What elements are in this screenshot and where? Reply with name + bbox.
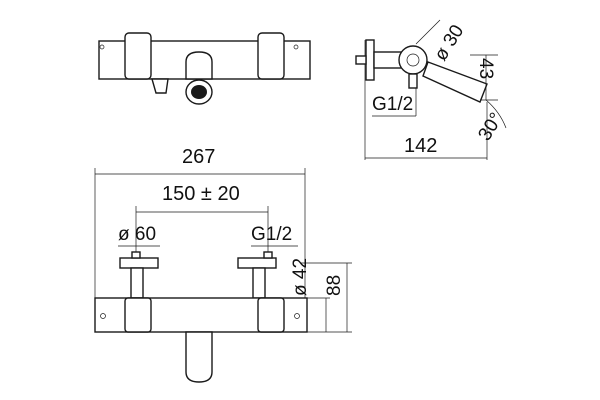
front-view-right-screw <box>294 313 300 319</box>
side-view-wall-plate <box>365 39 375 81</box>
side-view-handle <box>398 45 428 75</box>
side-view: ø 30 43 G1/2 30° 142 <box>355 19 507 160</box>
side-view-thread-label: G1/2 <box>372 94 413 115</box>
side-view-height-label: 43 <box>475 58 496 79</box>
front-view-left-riser <box>130 267 144 299</box>
front-view-right-riser <box>252 267 266 299</box>
side-view-fitting <box>355 55 367 65</box>
front-view-right-inlet-cap <box>263 251 273 259</box>
top-view-left-handle <box>124 32 152 80</box>
side-view-diameter-label: ø 30 <box>430 21 468 64</box>
side-view-diameter-leader <box>415 19 441 45</box>
front-view-right-handle <box>257 297 285 333</box>
front-view-left-diameter-label: ø 60 <box>118 224 156 245</box>
side-view-depth-label: 142 <box>404 135 437 157</box>
top-view-left-screw <box>99 44 105 50</box>
front-view-left-handle <box>124 297 152 333</box>
top-view-right-handle <box>257 32 285 80</box>
side-view-spout <box>422 61 488 103</box>
front-view-spacing-label: 150 ± 20 <box>162 183 240 205</box>
front-view-body-diameter-label: ø 42 <box>290 258 311 296</box>
front-view-spout <box>185 331 213 383</box>
top-view-diverter <box>151 78 169 94</box>
side-view-stem <box>408 73 418 89</box>
top-view-right-screw <box>293 44 299 50</box>
top-view-spout-neck <box>185 51 213 80</box>
side-view-angle-arc <box>485 99 507 129</box>
top-view <box>98 32 311 105</box>
front-view: 267 150 ± 20 ø 60 G1/2 ø 42 8 <box>94 146 352 383</box>
front-view-height-label: 88 <box>324 275 345 296</box>
front-view-left-inlet <box>119 257 159 269</box>
front-view-left-screw <box>100 313 106 319</box>
side-view-angle-label: 30° <box>474 109 507 144</box>
front-view-width-label: 267 <box>182 146 215 168</box>
front-view-right-inlet <box>237 257 277 269</box>
front-view-thread-label: G1/2 <box>251 224 292 245</box>
top-view-spout-outlet <box>191 85 207 99</box>
front-view-left-inlet-cap <box>131 251 141 259</box>
side-view-handle-hub <box>406 53 420 67</box>
